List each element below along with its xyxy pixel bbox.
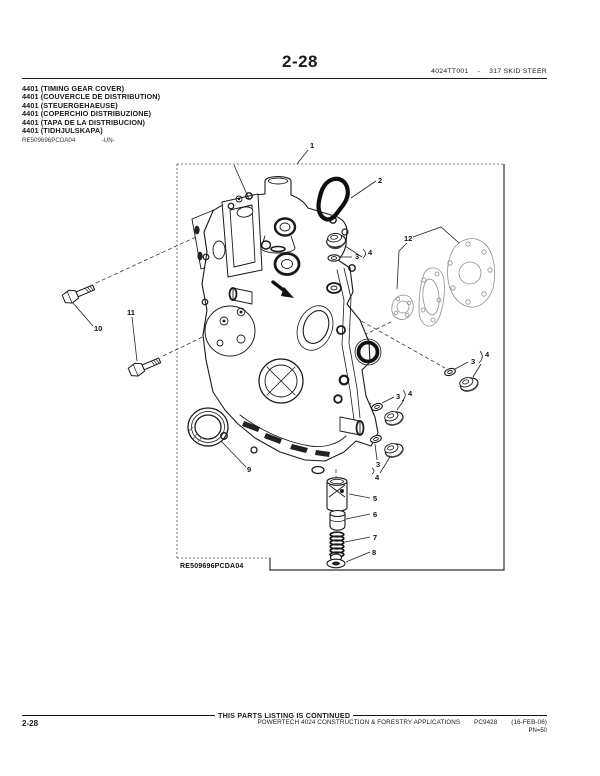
publication-title: POWERTECH 4024 CONSTRUCTION & FORESTRY A… — [257, 719, 461, 726]
parts-list-item: 4401 (COUVERCLE DE DISTRIBUTION) — [22, 92, 161, 102]
model-name: 317 SKID STEER — [489, 68, 547, 75]
callout-6: 6 — [373, 510, 377, 519]
section-title-list: 4401 (TIMING GEAR COVER) 4401 (COUVERCLE… — [22, 83, 161, 136]
parts-list-item: 4401 (TIDHJULSKAPA) — [22, 126, 103, 136]
drawing-box: RE509696PCDA04 — [176, 163, 505, 571]
gasket-set-12 — [391, 238, 496, 327]
doc-code: 4024TT001 — [431, 68, 469, 75]
part-6-plunger — [329, 509, 346, 531]
oil-seal-9 — [187, 407, 229, 447]
callout-4-c: 4 — [375, 473, 380, 482]
callout-8: 8 — [372, 548, 376, 557]
parts-list-item: 4401 (STEUERGEHAEUSE) — [22, 100, 118, 110]
o-ring-seal-2 — [316, 176, 350, 222]
parts-list-item: 4401 (TAPA DE LA DISTRIBUCION) — [22, 117, 146, 127]
callout-4-b: 4 — [408, 389, 413, 398]
catalog-code: PC9428 — [474, 719, 498, 726]
header-separator: - — [477, 68, 481, 75]
header-model-line: 4024TT001 - 317 SKID STEER — [431, 68, 547, 75]
revision-date: (16-FEB-06) — [511, 719, 547, 726]
callout-3-c: 3 — [376, 460, 380, 469]
image-reference-line: RE509696PCDA04 -UN- — [22, 137, 115, 144]
callout-1: 1 — [310, 141, 314, 150]
parts-list-item: 4401 (COPERCHIO DISTRIBUZIONE) — [22, 109, 152, 119]
callout-labels: 1 2 3 4 12 10 11 3 4 3 4 9 3 4 5 6 7 8 — [94, 141, 490, 557]
drawing-image-label: RE509696PCDA04 — [180, 563, 244, 570]
callout-4-a: 4 — [485, 350, 490, 359]
image-ref-code: RE509696PCDA04 — [22, 136, 76, 144]
callout-leader-lines — [72, 149, 483, 563]
page-number-footer: 2-28 — [22, 718, 39, 728]
plug-assembly-b — [371, 402, 404, 426]
continued-note-row: THIS PARTS LISTING IS CONTINUED — [22, 711, 547, 720]
cap-screw-10 — [61, 284, 96, 304]
header-rule — [22, 77, 547, 80]
print-reference: PN=50 — [528, 727, 547, 734]
image-ref-suffix: -UN- — [101, 136, 115, 144]
callout-2: 2 — [378, 176, 382, 185]
plug-assembly-c — [370, 434, 404, 458]
part-7-spring — [329, 531, 345, 558]
part-8-plug — [326, 553, 346, 569]
plug-assembly-a — [444, 367, 479, 392]
callout-3-top: 3 — [355, 252, 359, 261]
plug-assembly-top — [326, 232, 347, 262]
direction-arrow-icon — [271, 280, 294, 298]
part-5-tappet — [326, 477, 348, 512]
page-number-header: 2-28 — [281, 52, 319, 71]
callout-9: 9 — [247, 465, 251, 474]
timing-gear-cover — [201, 175, 382, 475]
publication-line: POWERTECH 4024 CONSTRUCTION & FORESTRY A… — [257, 719, 547, 726]
parts-list-item: 4401 (TIMING GEAR COVER) — [22, 83, 125, 93]
footer-rule-left — [22, 714, 215, 717]
callout-4-top: 4 — [368, 248, 373, 257]
callout-3-b: 3 — [396, 392, 400, 401]
continued-note: THIS PARTS LISTING IS CONTINUED — [218, 711, 351, 720]
callout-10: 10 — [94, 324, 102, 333]
callout-11: 11 — [127, 308, 135, 317]
callout-3-a: 3 — [471, 357, 475, 366]
footer-rule-right — [353, 714, 547, 717]
callout-7: 7 — [373, 533, 377, 542]
callout-12: 12 — [404, 234, 412, 243]
cap-screw-11 — [127, 357, 162, 377]
callout-5: 5 — [373, 494, 377, 503]
